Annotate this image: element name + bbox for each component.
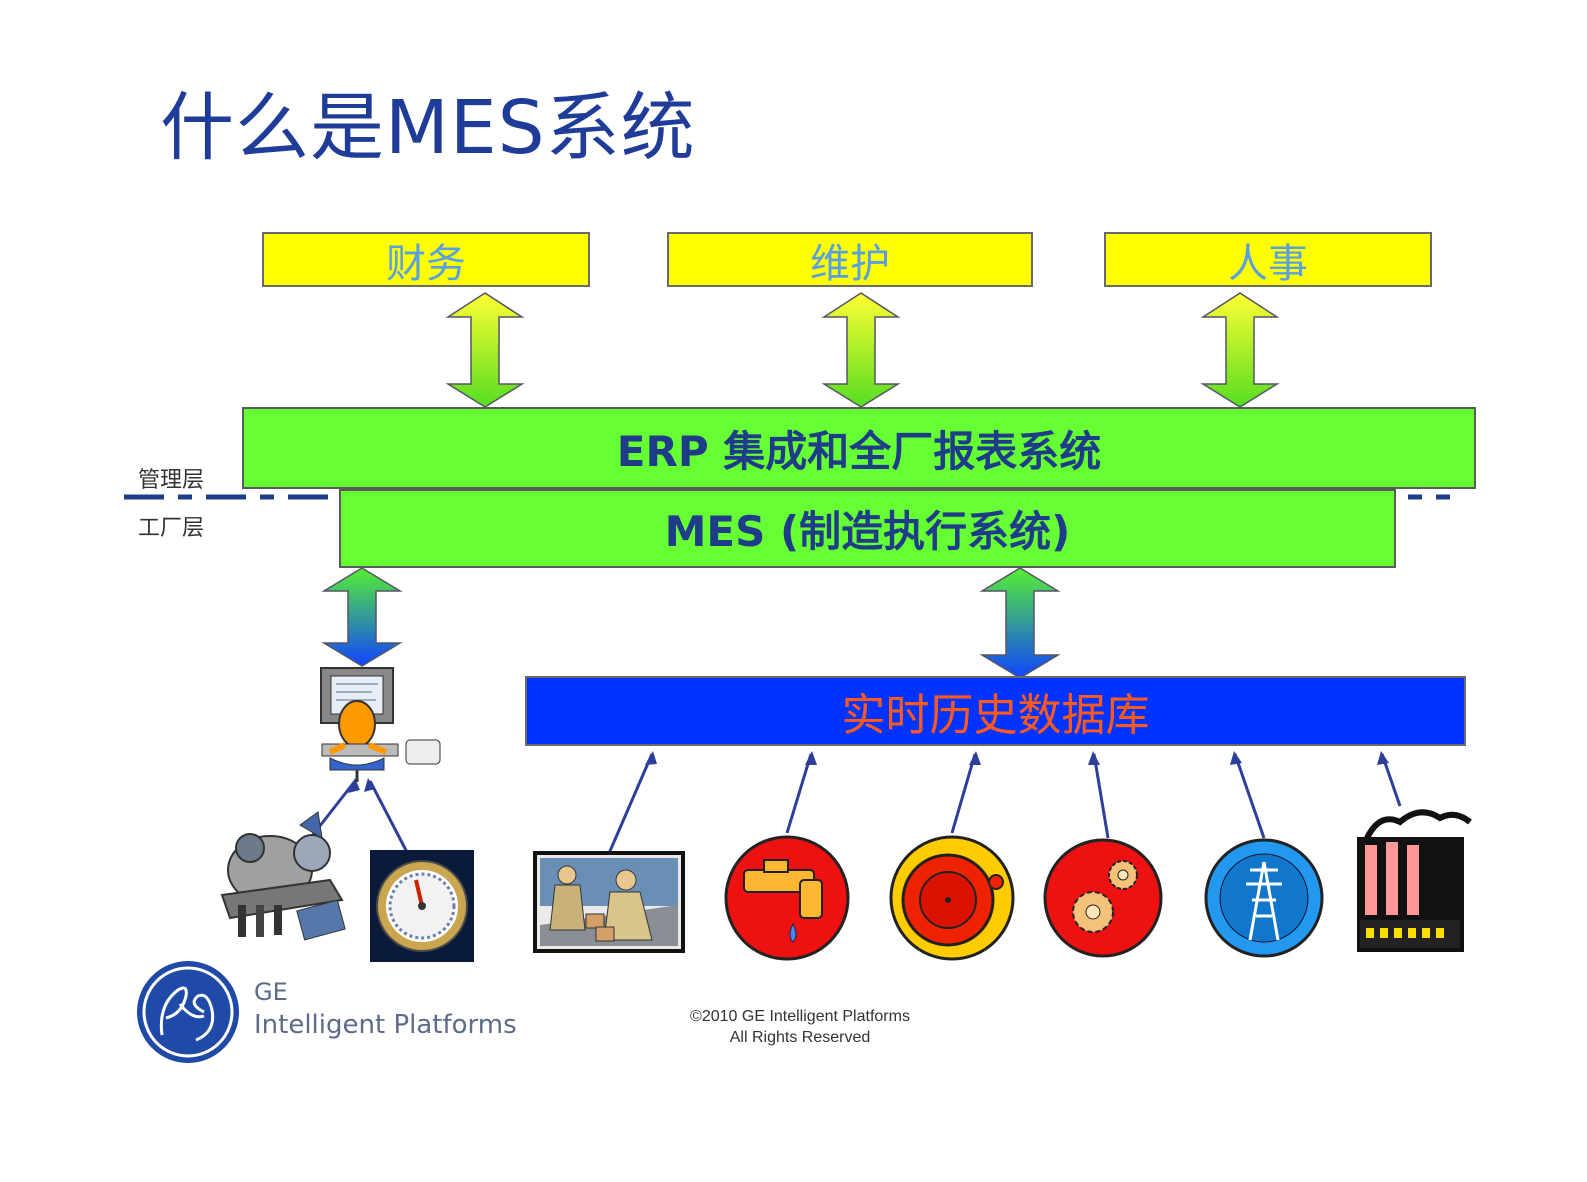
- ge-brand-text: GE Intelligent Platforms: [254, 978, 517, 1040]
- factory-smokestack-icon: [1357, 809, 1472, 952]
- maintenance-box: 维护: [667, 232, 1033, 287]
- hr-box: 人事: [1104, 232, 1432, 287]
- mes-bar: MES (制造执行系统): [339, 489, 1396, 568]
- realtime-historian-database: 实时历史数据库: [525, 676, 1466, 746]
- lab-equipment-icon: [220, 811, 346, 941]
- ge-logo-icon: [137, 961, 239, 1063]
- double-arrow-operator: [321, 567, 403, 667]
- input-arrows: [303, 753, 1402, 859]
- operator-computer-icon: [320, 667, 441, 782]
- page-title: 什么是MES系统: [160, 85, 696, 171]
- water-faucet-icon: [724, 835, 850, 961]
- power-tower-icon: [1204, 838, 1324, 958]
- double-arrow-hr: [1200, 292, 1280, 408]
- input-arrowheads: [348, 751, 1389, 793]
- erp-integration-bar: ERP 集成和全厂报表系统: [242, 407, 1476, 489]
- gears-icon: [1043, 838, 1163, 958]
- management-layer-label: 管理层: [138, 468, 205, 493]
- factory-layer-label: 工厂层: [138, 516, 205, 541]
- workers-icon: [533, 851, 685, 953]
- ge-brand-line2: Intelligent Platforms: [254, 1010, 517, 1040]
- copyright-notice: ©2010 GE Intelligent Platforms All Right…: [650, 1006, 950, 1048]
- finance-box: 财务: [262, 232, 590, 287]
- ge-brand-line1: GE: [254, 978, 288, 1006]
- gauge-dial-icon: [370, 850, 474, 962]
- copyright-line2: All Rights Reserved: [729, 1029, 871, 1046]
- double-arrow-maintenance: [821, 292, 901, 408]
- alarm-bell-icon: [889, 835, 1015, 961]
- double-arrow-database: [979, 567, 1061, 679]
- double-arrow-finance: [445, 292, 525, 408]
- copyright-line1: ©2010 GE Intelligent Platforms: [690, 1008, 910, 1025]
